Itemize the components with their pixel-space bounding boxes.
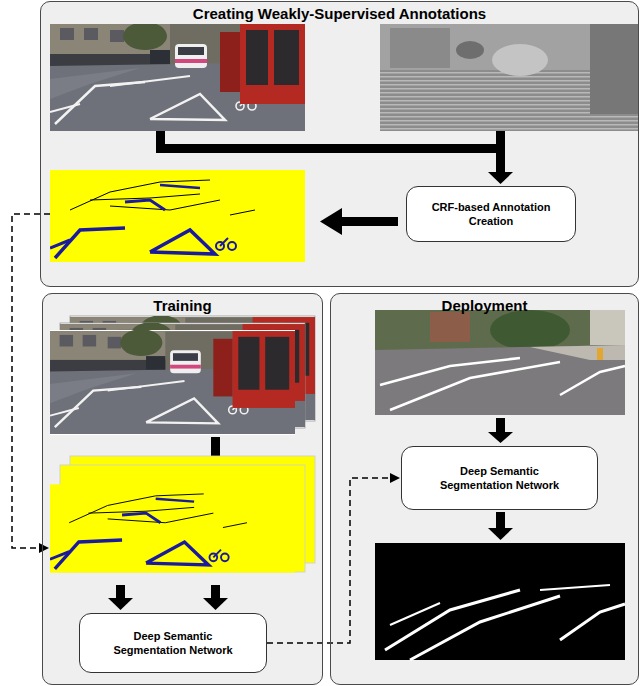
thick-arrow xyxy=(108,598,133,610)
image-stack xyxy=(50,315,315,435)
thick-arrow xyxy=(488,432,513,443)
thick-arrow xyxy=(211,437,220,457)
point-cloud-image xyxy=(492,44,548,76)
annotation-image xyxy=(50,170,305,262)
test-image xyxy=(530,345,625,360)
test-image xyxy=(597,348,603,360)
test-image xyxy=(375,310,625,415)
arrow-head xyxy=(390,473,400,483)
panel-title: Deployment xyxy=(331,294,638,315)
process-box: Deep Semantic Segmentation Network xyxy=(79,613,267,673)
panel-ground xyxy=(42,293,323,685)
point-cloud-image xyxy=(456,41,484,59)
box-label: Deep Semantic Segmentation Network xyxy=(432,464,568,492)
test-image xyxy=(375,310,625,350)
thick-arrow xyxy=(211,585,220,599)
dashed-connector xyxy=(267,473,400,643)
dashed-connector xyxy=(12,214,50,548)
point-cloud-image xyxy=(380,24,639,131)
thick-arrow xyxy=(211,437,220,457)
thick-arrow xyxy=(496,418,505,433)
process-box: CRF-based Annotation Creation xyxy=(406,186,576,242)
thick-arrow xyxy=(340,217,398,226)
test-image xyxy=(390,362,560,410)
thick-arrow xyxy=(320,208,342,235)
annotation-image xyxy=(50,170,305,262)
stage-panel: DeploymentDeep Semantic Segmentation Net… xyxy=(330,293,639,685)
thick-arrow xyxy=(496,131,505,173)
point-cloud-image xyxy=(380,24,639,131)
thick-arrow xyxy=(488,528,513,540)
thick-arrow xyxy=(108,585,228,610)
camera-image xyxy=(50,22,305,131)
segmentation-output xyxy=(540,585,610,590)
panel-ground xyxy=(40,1,639,287)
test-image xyxy=(375,310,625,415)
dashed-line xyxy=(267,478,391,643)
camera-image xyxy=(50,22,305,131)
thick-arrow xyxy=(203,598,228,610)
test-image xyxy=(380,358,520,385)
segmentation-output xyxy=(375,543,625,660)
annotation-stack xyxy=(50,484,295,572)
image-stack xyxy=(50,330,295,435)
point-cloud-image xyxy=(390,28,450,68)
box-label: CRF-based Annotation Creation xyxy=(423,200,559,228)
point-cloud-image xyxy=(590,24,639,114)
stage-panel: Creating Weakly-Supervised AnnotationsCR… xyxy=(40,1,639,287)
segmentation-output xyxy=(375,543,625,660)
image-stack xyxy=(50,329,295,434)
panel-ground xyxy=(40,1,639,685)
panel-ground xyxy=(330,293,639,685)
test-image xyxy=(430,312,470,342)
box-label: Deep Semantic Segmentation Network xyxy=(105,629,241,657)
test-image xyxy=(590,310,625,345)
thick-arrow xyxy=(156,144,505,153)
test-image xyxy=(560,366,625,395)
panel-title: Creating Weakly-Supervised Annotations xyxy=(41,2,638,23)
stage-panel: TrainingDeep Semantic Segmentation Netwo… xyxy=(42,293,323,685)
dashed-connector xyxy=(12,214,50,553)
thick-arrow xyxy=(496,512,505,529)
thick-arrow xyxy=(116,585,125,599)
test-image xyxy=(375,345,625,415)
annotation-stack xyxy=(50,456,315,573)
dashed-connector xyxy=(39,543,49,553)
thick-arrow xyxy=(488,172,513,184)
segmentation-output xyxy=(385,590,520,650)
process-box: Deep Semantic Segmentation Network xyxy=(401,446,598,510)
segmentation-output xyxy=(390,603,440,625)
test-image xyxy=(490,310,570,350)
segmentation-output xyxy=(560,604,625,640)
panel-title: Training xyxy=(43,294,322,315)
